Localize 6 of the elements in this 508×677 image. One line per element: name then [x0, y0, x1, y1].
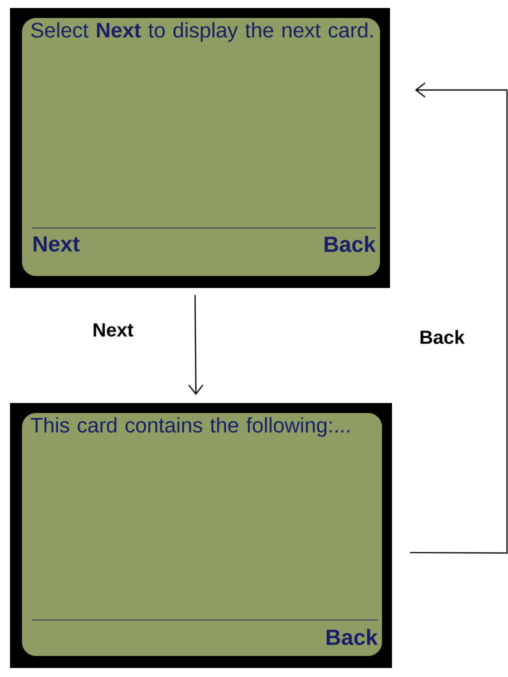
edge-label: Back: [420, 330, 465, 344]
arrow: [188, 295, 204, 395]
phone-screen: This card contains the following:... Back: [10, 403, 392, 668]
arrow: [410, 82, 508, 554]
phone-screen: Select Next to display the next card. Next Back: [10, 8, 390, 288]
edge-label: Next: [94, 323, 134, 337]
